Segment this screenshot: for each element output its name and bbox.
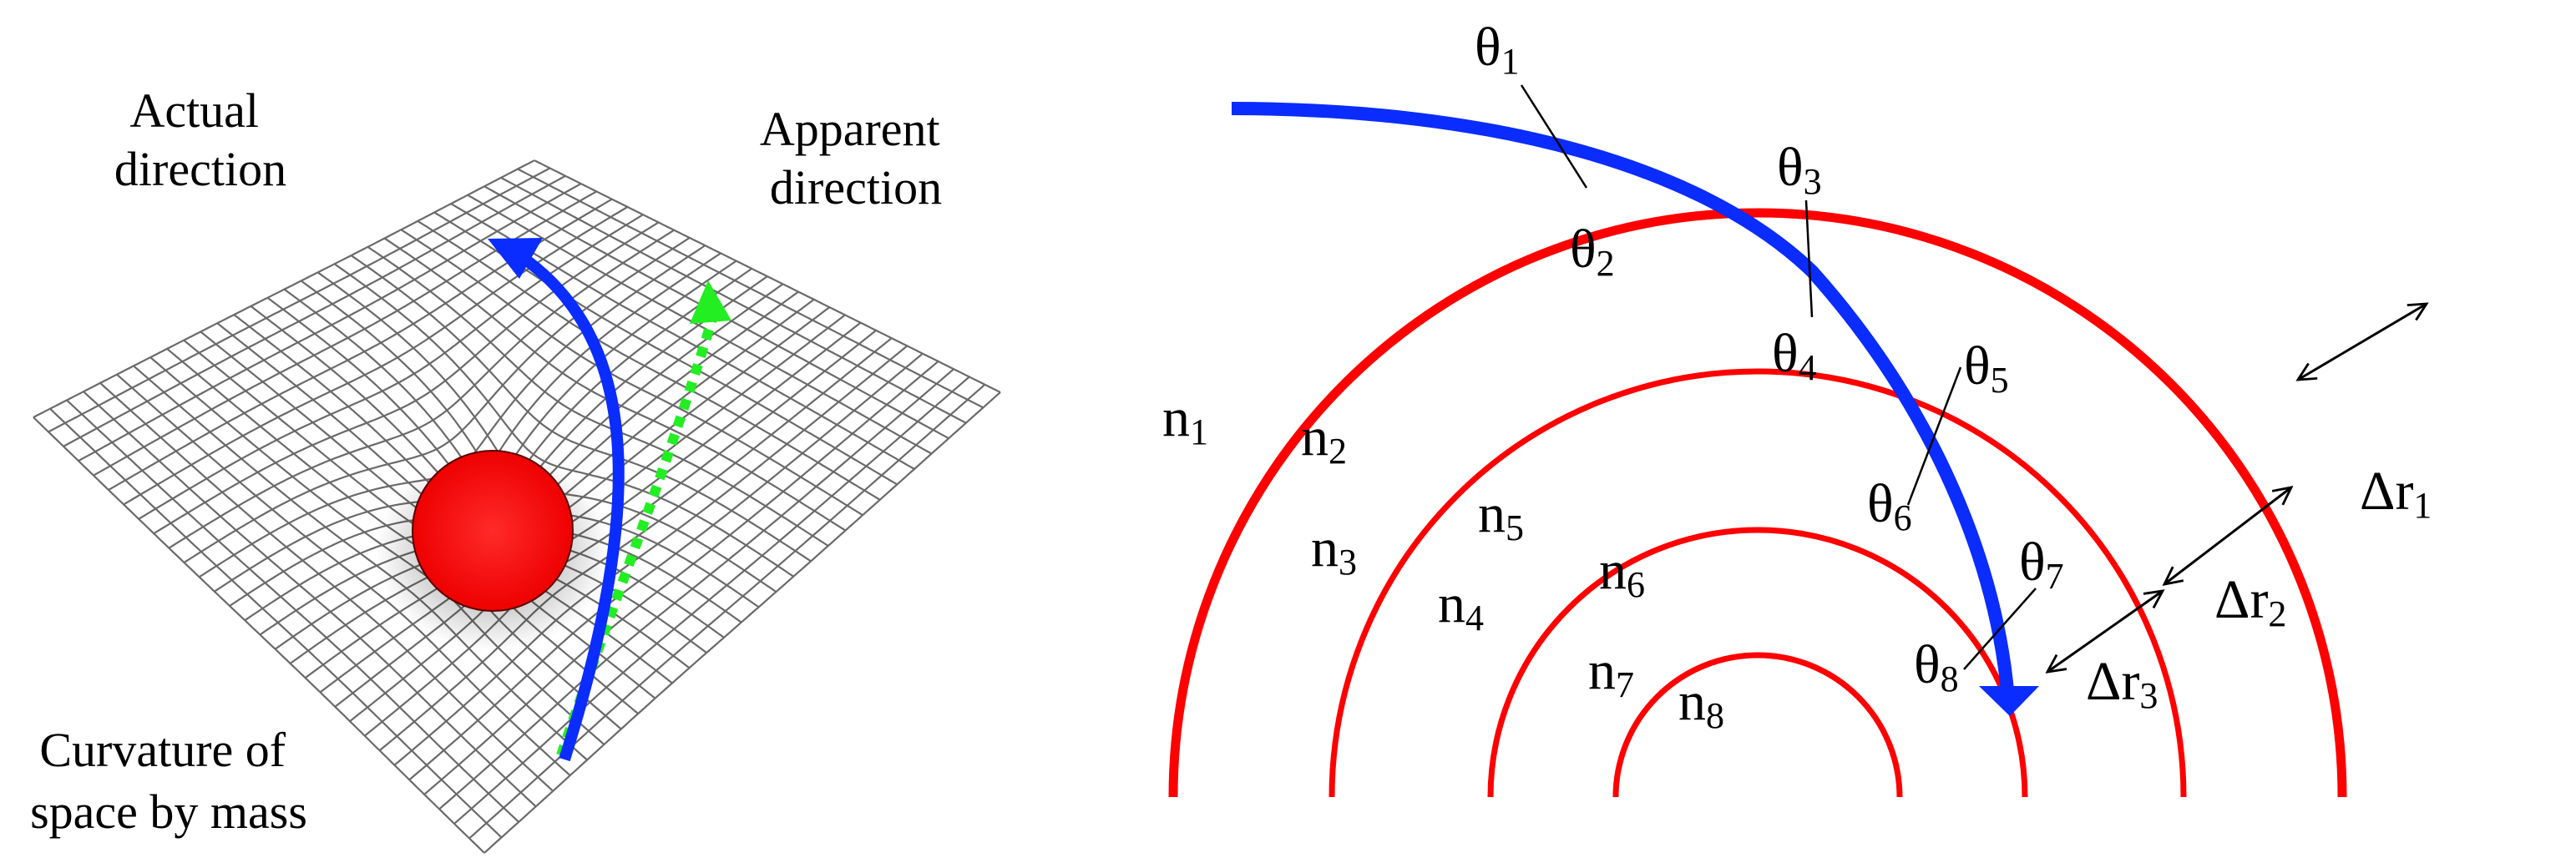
actual-direction-arrowhead: [488, 238, 543, 279]
angle-theta-4: θ4: [1772, 323, 1817, 388]
refractive-index-n8: n8: [1678, 671, 1724, 736]
angle-theta-1: θ1: [1475, 17, 1520, 82]
grid-line-u: [468, 383, 986, 840]
shell-ring-4: [1612, 652, 1903, 798]
grid-line-v: [66, 399, 519, 823]
apparent-direction-arrowhead: [690, 280, 731, 324]
grid-line-u: [438, 368, 954, 810]
grid-line-u: [93, 190, 597, 477]
angle-theta-2: θ2: [1570, 219, 1615, 284]
grid-line-v: [116, 373, 571, 776]
angle-theta-8: θ8: [1914, 634, 1959, 699]
light-ray-arrowhead: [1979, 686, 2039, 716]
refractive-index-n1: n1: [1162, 387, 1208, 452]
refractive-index-n5: n5: [1478, 483, 1524, 548]
delta-r-3: Δr3: [2086, 651, 2158, 716]
light-ray-path: [1231, 102, 2015, 700]
shell-ring-1: [1168, 208, 2347, 798]
grid-line-u: [138, 214, 644, 520]
refraction-shells-panel: θ1 θ2 θ3 θ4 θ5 θ6 θ7 θ8 n1 n2 n3 n4 n5 n6 n7 n8 Δr1Δr2…: [1162, 17, 2432, 798]
grid-line-v: [33, 416, 485, 854]
delta-r-2: Δr2: [2214, 569, 2286, 634]
actual-direction-label: Actual direction: [114, 83, 286, 196]
angle-theta-3: θ3: [1777, 137, 1822, 202]
grid-line-v: [49, 407, 503, 839]
grid-line-u: [33, 159, 535, 418]
angle-labels: θ1 θ2 θ3 θ4 θ5 θ6 θ7 θ8: [1475, 17, 2064, 699]
refractive-index-n4: n4: [1438, 573, 1484, 638]
actual-direction-path: [520, 254, 625, 762]
grid-line-u: [483, 391, 1001, 854]
angle-theta-6: θ6: [1867, 473, 1912, 538]
grid-line-v: [99, 382, 554, 792]
spacetime-panel: Actual direction Apparent direction Curv…: [30, 83, 1001, 854]
delta-r-1: Δr1: [2360, 461, 2432, 526]
angle-theta-5: θ5: [1964, 336, 2009, 401]
angle-theta-7: θ7: [2019, 532, 2064, 597]
shell-ring-3: [1487, 527, 2028, 798]
refractive-index-n2: n2: [1301, 406, 1347, 472]
curvature-label: Curvature of space by mass: [30, 723, 307, 839]
apparent-direction-label: Apparent direction: [760, 102, 952, 214]
mass-sphere: [412, 450, 574, 612]
refractive-index-labels: n1 n2 n3 n4 n5 n6 n7 n8: [1162, 387, 1724, 736]
refractive-index-n3: n3: [1311, 517, 1357, 583]
grid-line-u: [453, 376, 970, 825]
refractive-index-n6: n6: [1599, 540, 1645, 605]
refractive-index-n7: n7: [1588, 640, 1634, 705]
shell-spacing-arrows: [2047, 304, 2427, 672]
grid-line-v: [83, 391, 537, 808]
angle-leader-lines: [1520, 84, 2037, 670]
grid-line-u: [423, 361, 939, 795]
